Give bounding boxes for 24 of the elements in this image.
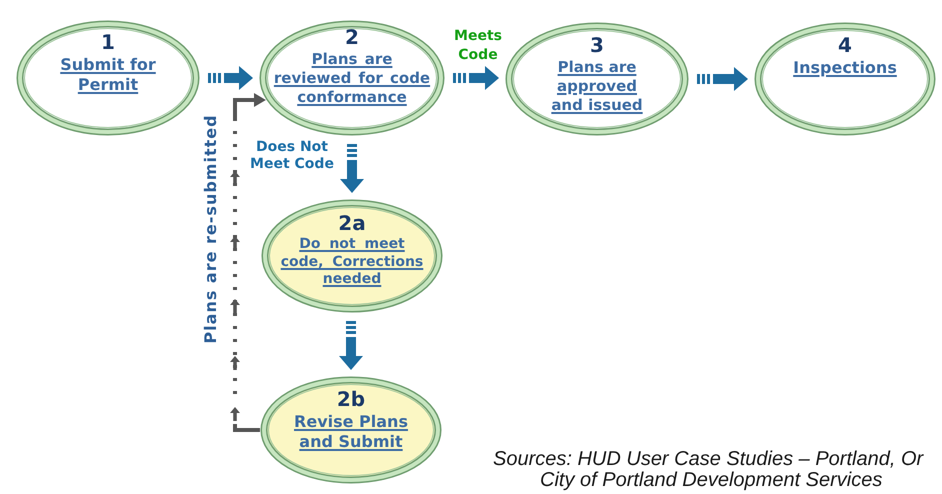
edge-label: Does Not Meet Code: [250, 139, 334, 173]
step-number: 1: [101, 31, 115, 53]
step-number: 2: [345, 26, 359, 48]
step-label: Do not meet code, Corrections needed: [280, 236, 424, 288]
step-ellipse: [754, 22, 936, 136]
step-ellipse: [260, 376, 442, 484]
step-number: 2b: [336, 388, 366, 410]
step-ellipse: [259, 20, 445, 136]
step-number: 3: [590, 34, 604, 56]
dotted-arrow: [233, 93, 266, 432]
step-label: Plans are reviewed for code conformance: [272, 50, 432, 106]
step-label: Plans are approved and issued: [550, 58, 644, 114]
step-ellipse: [16, 20, 200, 136]
edge-label: Plans are re-submitted: [201, 113, 221, 346]
step-label: Submit for Permit: [59, 55, 157, 95]
step-number: 2a: [338, 212, 366, 234]
step-number: 4: [838, 34, 852, 56]
source-note: Sources: HUD User Case Studies – Portland, Or: [493, 448, 924, 470]
step-ellipse: [261, 199, 443, 313]
source-note: City of Portland Development Services: [540, 469, 882, 491]
step-ellipse: [505, 22, 689, 136]
step-label: Inspections: [793, 58, 897, 78]
edge-label: Meets Code: [453, 27, 503, 65]
step-label: Revise Plans and Submit: [293, 412, 409, 452]
